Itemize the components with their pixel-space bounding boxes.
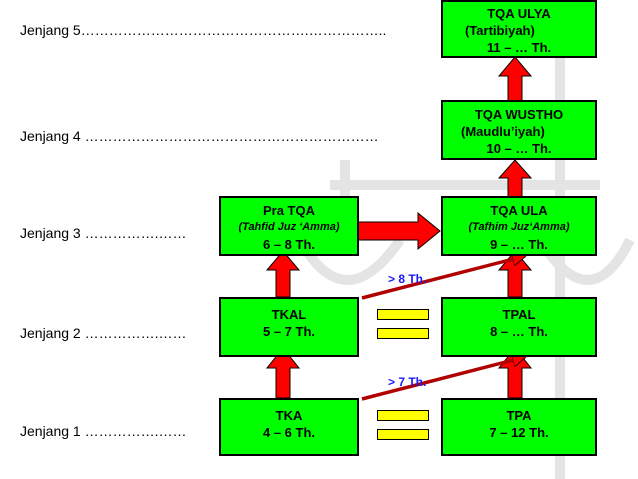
box-age: 9 – … Th. <box>490 237 548 252</box>
box-tkal: TKAL 5 – 7 Th. <box>219 297 359 357</box>
box-title: Pra TQA <box>262 203 315 218</box>
arrow-wustho-ulya <box>497 56 533 102</box>
box-age: 6 – 8 Th. <box>262 237 316 252</box>
box-tpa: TPA 7 – 12 Th. <box>441 398 597 456</box>
note-upper: > 8 Th. <box>388 272 427 286</box>
box-age: 7 – 12 Th. <box>489 425 549 440</box>
box-tpal: TPAL 8 – … Th. <box>441 297 597 357</box>
arrow-pratqa-tqaula <box>357 211 441 251</box>
equal-bar-level1-bottom <box>377 429 429 440</box>
box-title: TQA ULA <box>490 203 548 218</box>
equal-bar-level2-top <box>377 309 429 320</box>
box-age: 11 – … Th. <box>486 40 552 55</box>
level-3-label: Jenjang 3 …………….…… <box>20 225 187 241</box>
arrow-tqaula-wustho <box>497 159 533 198</box>
box-subtitle: (Tahfid Juz ‘Amma) <box>238 221 340 233</box>
level-5-label: Jenjang 5………………………………………….…………….. <box>20 22 387 38</box>
arrow-diag-upper <box>361 256 525 300</box>
box-tka: TKA 4 – 6 Th. <box>219 398 359 456</box>
level-1-label: Jenjang 1 …………….…… <box>20 423 187 439</box>
box-title: TKAL <box>271 307 307 322</box>
box-title: TKA <box>275 408 303 423</box>
box-age: 4 – 6 Th. <box>262 425 316 440</box>
box-title: TQA ULYA <box>487 6 551 21</box>
box-age: 8 – … Th. <box>490 324 548 339</box>
box-title: TPA <box>506 408 532 423</box>
note-lower: > 7 Th. <box>388 375 427 389</box>
box-tqa-ulya: TQA ULYA (Tartibiyah) 11 – … Th. <box>441 0 597 58</box>
equal-bar-level2-bottom <box>377 328 429 339</box>
level-2-label: Jenjang 2 …………….…… <box>20 325 187 341</box>
box-pra-tqa: Pra TQA (Tahfid Juz ‘Amma) 6 – 8 Th. <box>219 196 359 256</box>
box-subtitle: (Tafhim Juz‘Amma) <box>468 221 570 233</box>
arrow-tka-tkal <box>265 347 301 399</box>
box-tqa-ula: TQA ULA (Tafhim Juz‘Amma) 9 – … Th. <box>441 196 597 256</box>
equal-bar-level1-top <box>377 410 429 421</box>
box-subtitle: (Tartibiyah) <box>465 23 535 38</box>
box-title: TQA WUSTHO <box>474 107 564 122</box>
box-title: TPAL <box>502 307 536 322</box>
box-tqa-wustho: TQA WUSTHO (Maudlu’iyah) 10 – … Th. <box>441 100 597 160</box>
box-age: 10 – … Th. <box>486 141 552 156</box>
level-4-label: Jenjang 4 ……………………………………………………… <box>20 128 379 144</box>
box-age: 5 – 7 Th. <box>262 324 316 339</box>
arrow-diag-lower <box>361 357 525 401</box>
arrow-tkal-pratqa <box>265 250 301 298</box>
box-subtitle: (Maudlu’iyah) <box>461 124 545 139</box>
